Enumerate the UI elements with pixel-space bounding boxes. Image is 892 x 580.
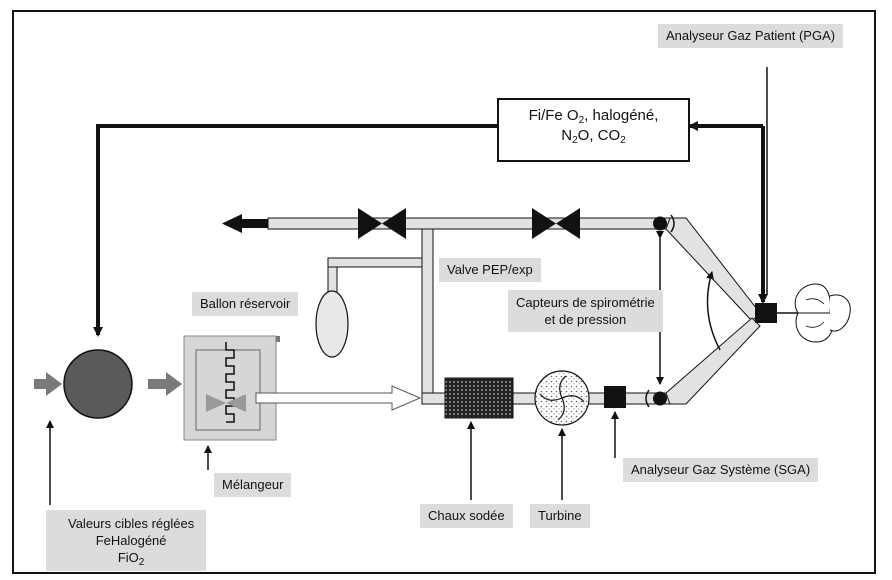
valeurs-line2: FeHalogéné [95,533,167,548]
ballon-reservoir [315,290,349,358]
gas-source-circle [63,349,133,419]
valve-left-icon [358,208,406,239]
chaux-label: Chaux sodée [420,504,513,528]
valeurs-line3: FiO2 [117,550,145,568]
fresh-gas-arrow [255,385,422,411]
pga-to-gasbox-arrow [688,121,768,304]
chaux-sodee-canister [444,377,514,419]
ballon-tube [327,257,423,296]
capteurs-line2: et de pression [544,312,627,327]
lungs-icon [777,283,851,343]
sga-label: Analyseur Gaz Système (SGA) [623,458,819,482]
input-arrow [34,372,62,396]
sensor-top-icon [653,214,675,233]
turbine-label: Turbine [530,504,590,528]
capteurs-line1: Capteurs de spirométrie [516,295,655,310]
ballon-label: Ballon réservoir [192,292,299,316]
melangeur-label: Mélangeur [214,473,292,497]
valeurs-label: Valeurs cibles réglées FeHalogéné FiO2 [46,510,207,571]
gas-measurement-box: Fi/Fe O2, halogéné, N2O, CO2 [497,98,690,162]
turbine-icon [534,370,590,426]
capteurs-label: Capteurs de spirométrie et de pression [508,290,663,332]
vertical-tube [421,228,434,394]
feedback-loop-line [93,124,497,337]
valve-label: Valve PEP/exp [439,258,541,282]
diagram-frame [12,10,876,574]
gas-box-line1: Fi/Fe O2, halogéné, [528,107,659,126]
flow-direction-arrow [706,271,721,351]
gas-box-line2: N2O, CO2 [561,127,626,146]
valeurs-line1: Valeurs cibles réglées [68,516,195,531]
sensor-bottom-icon [645,389,667,408]
pga-sensor [755,303,777,323]
valve-right-icon [532,208,580,239]
melangeur-block [183,335,280,441]
circle-to-mixer-arrow [148,372,182,396]
sga-sensor [604,386,626,408]
pga-label: Analyseur Gaz Patient (PGA) [658,24,844,48]
exhaust-arrow [222,214,268,233]
